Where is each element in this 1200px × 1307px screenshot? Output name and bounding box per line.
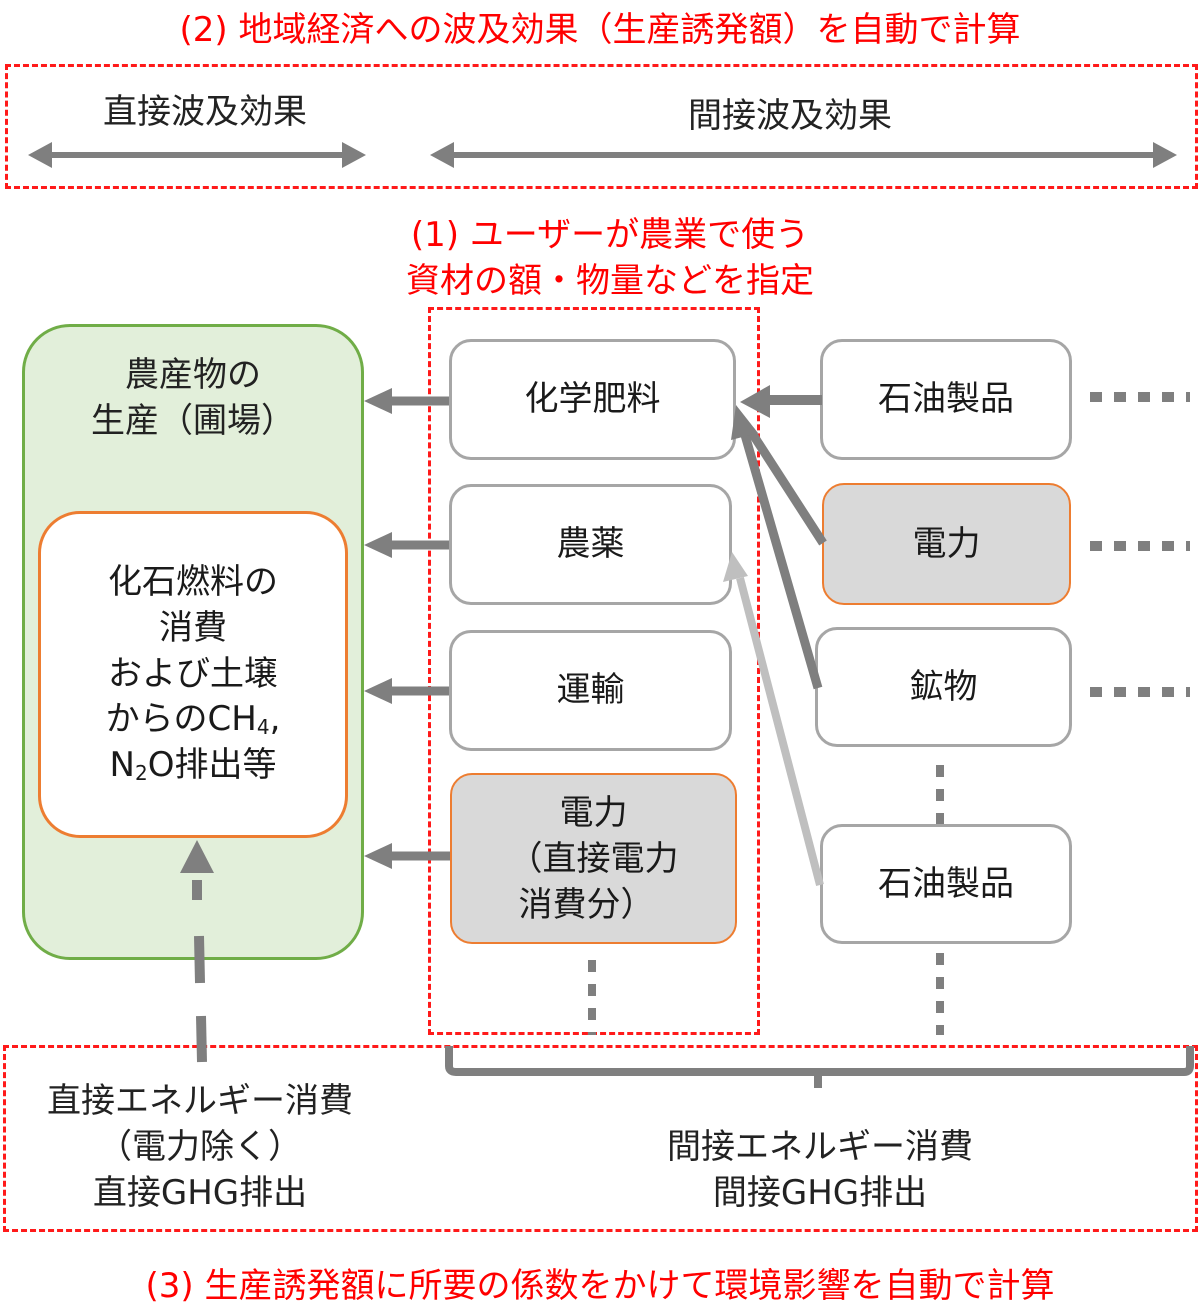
environmental-impact-frame [3,1045,1198,1232]
arrow-electricity-to-farm [364,843,450,869]
ch4-suffix: , [269,699,281,740]
n2o-prefix: N [109,745,135,786]
input-node-label-line2: （直接電力 [508,838,679,879]
input-node-pesticide: 農薬 [449,484,732,605]
direct-emissions-line2: 消費 [158,607,227,648]
farm-title: 農産物の 生産（圃場） [22,352,364,444]
direct-consumption-line3: 直接GHG排出 [92,1173,308,1213]
direct-effect-double-arrow [28,142,366,168]
direct-consumption-line2: （電力除く） [98,1127,302,1167]
arrow-transport-to-farm [364,678,449,704]
arrow-electricity-to-fertilizer [746,427,827,546]
step1-title: (1) ユーザーが農業で使う 資材の額・物量などを指定 [380,212,840,304]
input-node-transport: 運輸 [449,630,732,751]
input-node-label-line3: 消費分） [518,884,655,925]
input-node-label: 農薬 [556,524,625,565]
input-node-label: 運輸 [556,670,625,711]
farm-title-line2: 生産（圃場） [91,401,295,441]
upstream-node-label: 電力 [912,523,981,564]
direct-emissions-line1: 化石燃料の [107,561,278,602]
indirect-consumption-line2: 間接GHG排出 [712,1173,928,1213]
upstream-node-petroleum-2: 石油製品 [820,824,1072,944]
direct-consumption-label: 直接エネルギー消費 （電力除く） 直接GHG排出 [10,1078,390,1216]
upstream-node-label: 石油製品 [878,863,1014,904]
arrow-pesticide-to-farm [364,532,449,558]
upstream-node-minerals: 鉱物 [815,627,1072,747]
step1-title-line2: 資材の額・物量などを指定 [406,261,814,301]
direct-emissions-line3: および土壌 [107,653,278,694]
upstream-node-label: 石油製品 [878,379,1014,420]
arrow-petroleum-to-fertilizer [740,385,822,418]
input-node-label-line1: 電力 [559,792,628,833]
indirect-bracket [445,1046,1194,1088]
arrow-minerals-to-fertilizer [731,405,823,690]
step3-title: (3) 生産誘発額に所要の係数をかけて環境影響を自動で計算 [145,1266,1055,1306]
input-node-chemical-fertilizer: 化学肥料 [449,339,736,460]
step2-title: (2) 地域経済への波及効果（生産誘発額）を自動で計算 [179,10,1021,50]
arrow-fertilizer-to-farm [364,388,449,414]
indirect-consumption-line1: 間接エネルギー消費 [667,1127,973,1167]
direct-consumption-line1: 直接エネルギー消費 [47,1081,353,1121]
ripple-effects-frame [5,64,1198,189]
indirect-effect-label: 間接波及効果 [688,96,892,136]
ch4-subscript: 4 [256,715,270,740]
arrow-petroleum-to-pesticide [723,552,824,887]
ch4-prefix: からのCH [105,699,257,740]
direct-effect-label: 直接波及効果 [103,92,307,132]
input-node-label: 化学肥料 [524,379,661,420]
n2o-suffix: O排出等 [147,745,277,786]
indirect-effect-double-arrow [430,142,1177,168]
upstream-node-electricity: 電力 [822,483,1071,605]
upstream-node-petroleum-1: 石油製品 [820,339,1072,460]
input-node-electricity-direct: 電力 （直接電力 消費分） [450,773,737,944]
arrow-direct-energy-to-farm [180,840,214,1063]
farm-title-line1: 農産物の [125,355,261,395]
direct-emissions-box: 化石燃料の 消費 および土壌 からのCH4, N2O排出等 [38,511,348,838]
upstream-node-label: 鉱物 [909,666,978,707]
step1-title-line1: (1) ユーザーが農業で使う [410,215,810,255]
direct-emissions-line4: からのCH4, [106,697,281,743]
indirect-consumption-label: 間接エネルギー消費 間接GHG排出 [600,1124,1040,1216]
direct-emissions-line5: N2O排出等 [106,743,281,789]
n2o-subscript: 2 [134,761,148,786]
